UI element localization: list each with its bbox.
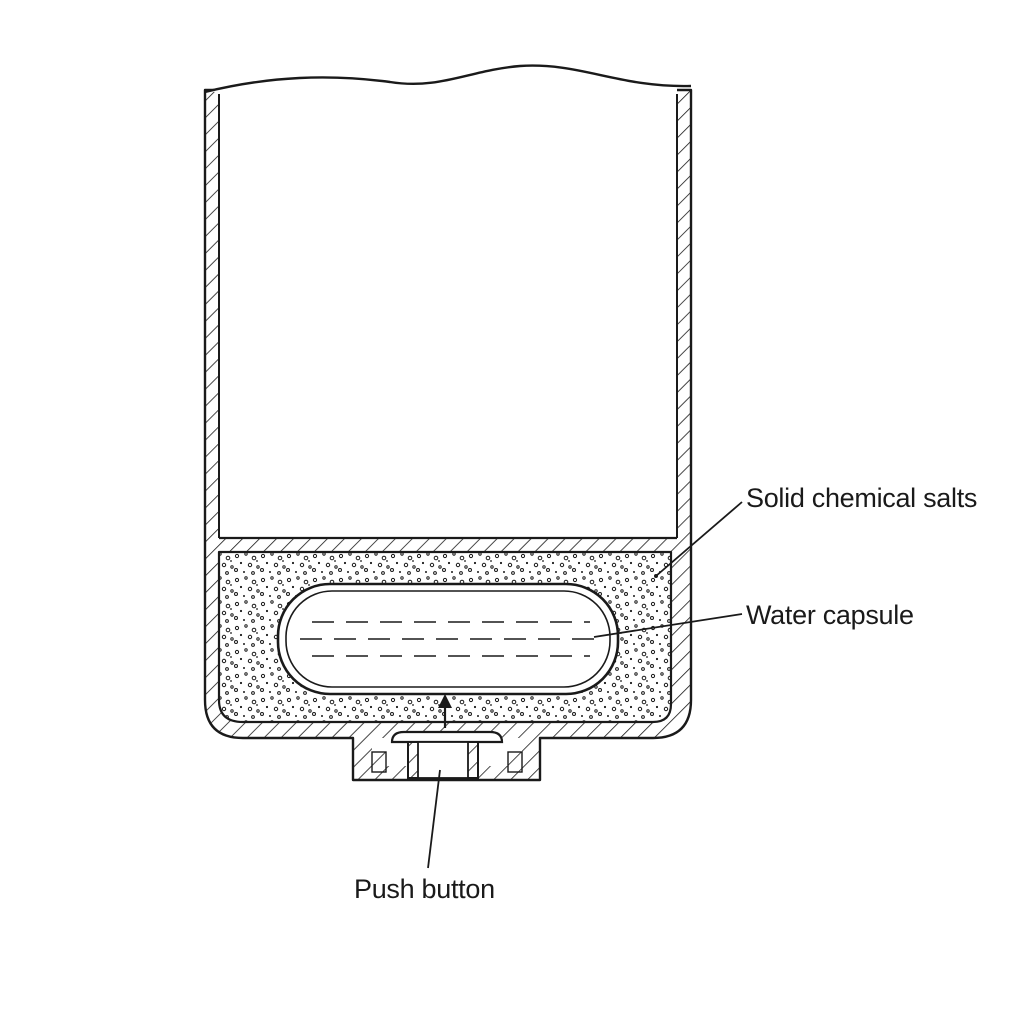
leader-lines (427, 501, 743, 869)
label-solid-chemical-salts: Solid chemical salts (746, 483, 978, 513)
water-lines (300, 621, 600, 657)
arrow-up-icon (438, 694, 452, 728)
label-push-button: Push button (354, 874, 495, 904)
upper-chamber (219, 88, 677, 538)
label-water-capsule: Water capsule (746, 600, 914, 630)
leader-capsule (593, 613, 743, 638)
leader-button (427, 769, 441, 869)
cut-edge (204, 64, 692, 94)
push-button (390, 730, 504, 779)
leader-salts (655, 501, 743, 577)
